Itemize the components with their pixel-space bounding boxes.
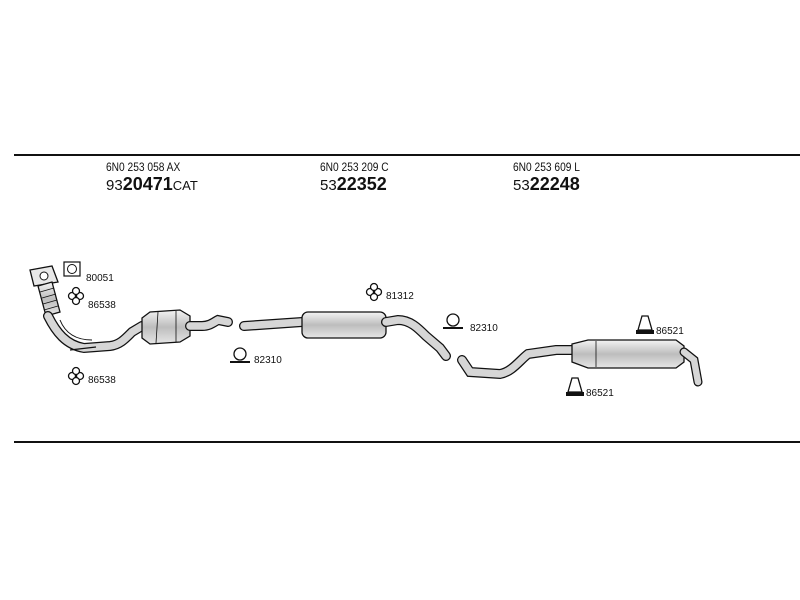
label-rubber-rear-bottom: 86521 xyxy=(586,388,614,399)
part-number: 9320471CAT xyxy=(106,175,198,194)
label-rubber-rear-top: 86521 xyxy=(656,326,684,337)
section-middle-silencer: 6N0 253 209 C 5322352 xyxy=(320,160,401,194)
gasket-icon xyxy=(63,261,81,277)
oe-number: 6N0 253 058 AX xyxy=(106,160,181,174)
bottom-divider xyxy=(14,441,800,443)
oe-number: 6N0 253 209 C xyxy=(320,160,389,174)
mount-icon-front-top xyxy=(67,286,85,306)
label-gasket: 80051 xyxy=(86,273,114,284)
front-pipe xyxy=(29,265,147,354)
label-clamp-1: 82310 xyxy=(254,355,282,366)
part-number-main: 22248 xyxy=(529,174,580,194)
label-mount-front-top: 86538 xyxy=(88,300,116,311)
oe-number: 6N0 253 609 L xyxy=(513,160,580,174)
section-catalytic-converter: 6N0 253 058 AX 9320471CAT xyxy=(106,160,198,194)
middle-silencer xyxy=(239,311,451,361)
flex-pipe xyxy=(37,281,61,317)
rubber-hanger-icon-top xyxy=(636,315,654,334)
clamp-icon-2 xyxy=(443,313,463,329)
part-number-main: 22352 xyxy=(336,174,387,194)
section-rear-silencer: 6N0 253 609 L 5322248 xyxy=(513,160,592,194)
part-number-main: 20471 xyxy=(122,174,173,194)
part-number-prefix: 93 xyxy=(106,177,123,194)
rear-silencer xyxy=(457,339,703,387)
clamp-icon-1 xyxy=(230,347,250,363)
label-mount-front-bottom: 86538 xyxy=(88,375,116,386)
part-number-prefix: 53 xyxy=(320,177,337,194)
catalytic-converter xyxy=(141,309,233,345)
label-mount-mid: 81312 xyxy=(386,291,414,302)
mount-icon-mid xyxy=(365,282,383,302)
part-number: 5322352 xyxy=(320,175,401,194)
part-number-suffix: CAT xyxy=(172,178,198,193)
top-divider xyxy=(14,154,800,156)
part-number-prefix: 53 xyxy=(513,177,530,194)
label-clamp-2: 82310 xyxy=(470,323,498,334)
mount-icon-front-bottom xyxy=(67,366,85,386)
rubber-hanger-icon-bottom xyxy=(566,377,584,396)
part-number: 5322248 xyxy=(513,175,592,194)
